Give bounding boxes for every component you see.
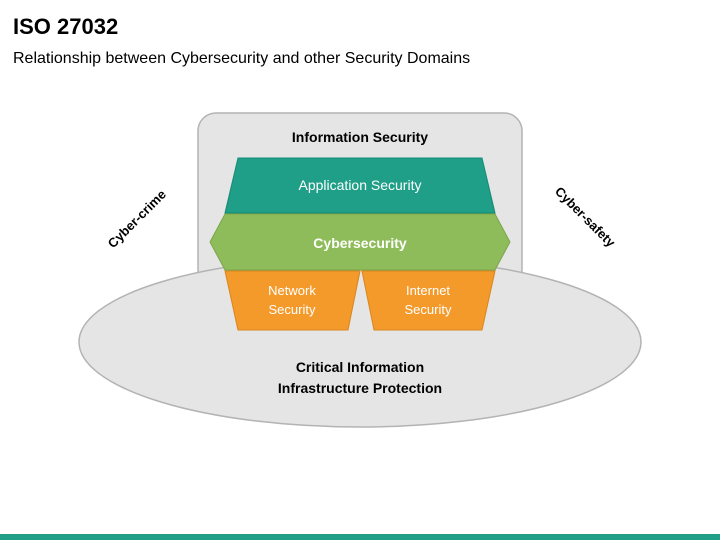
application-security-shape <box>224 157 496 214</box>
ciip-label-line1: Critical Information <box>296 359 424 375</box>
footer-accent-bar <box>0 534 720 540</box>
cybersecurity-label: Cybersecurity <box>313 235 407 251</box>
internet-security-shape <box>361 270 496 331</box>
network-security-shape <box>224 270 361 331</box>
cyber-crime-label: Cyber-crime <box>105 187 169 251</box>
ciip-ellipse <box>78 256 642 428</box>
network-security-label-line2: Security <box>269 302 316 317</box>
application-security-label: Application Security <box>299 177 422 193</box>
cybersecurity-shape <box>209 213 511 271</box>
page-title: ISO 27032 <box>13 14 119 39</box>
network-security-label-line1: Network <box>268 283 316 298</box>
ciip-label-line2: Infrastructure Protection <box>278 380 442 396</box>
page-subtitle: Relationship between Cybersecurity and o… <box>13 50 471 67</box>
internet-security-label-line2: Security <box>405 302 452 317</box>
internet-security-label-line1: Internet <box>406 283 450 298</box>
information-security-label: Information Security <box>292 129 428 145</box>
cyber-safety-label: Cyber-safety <box>552 184 619 251</box>
